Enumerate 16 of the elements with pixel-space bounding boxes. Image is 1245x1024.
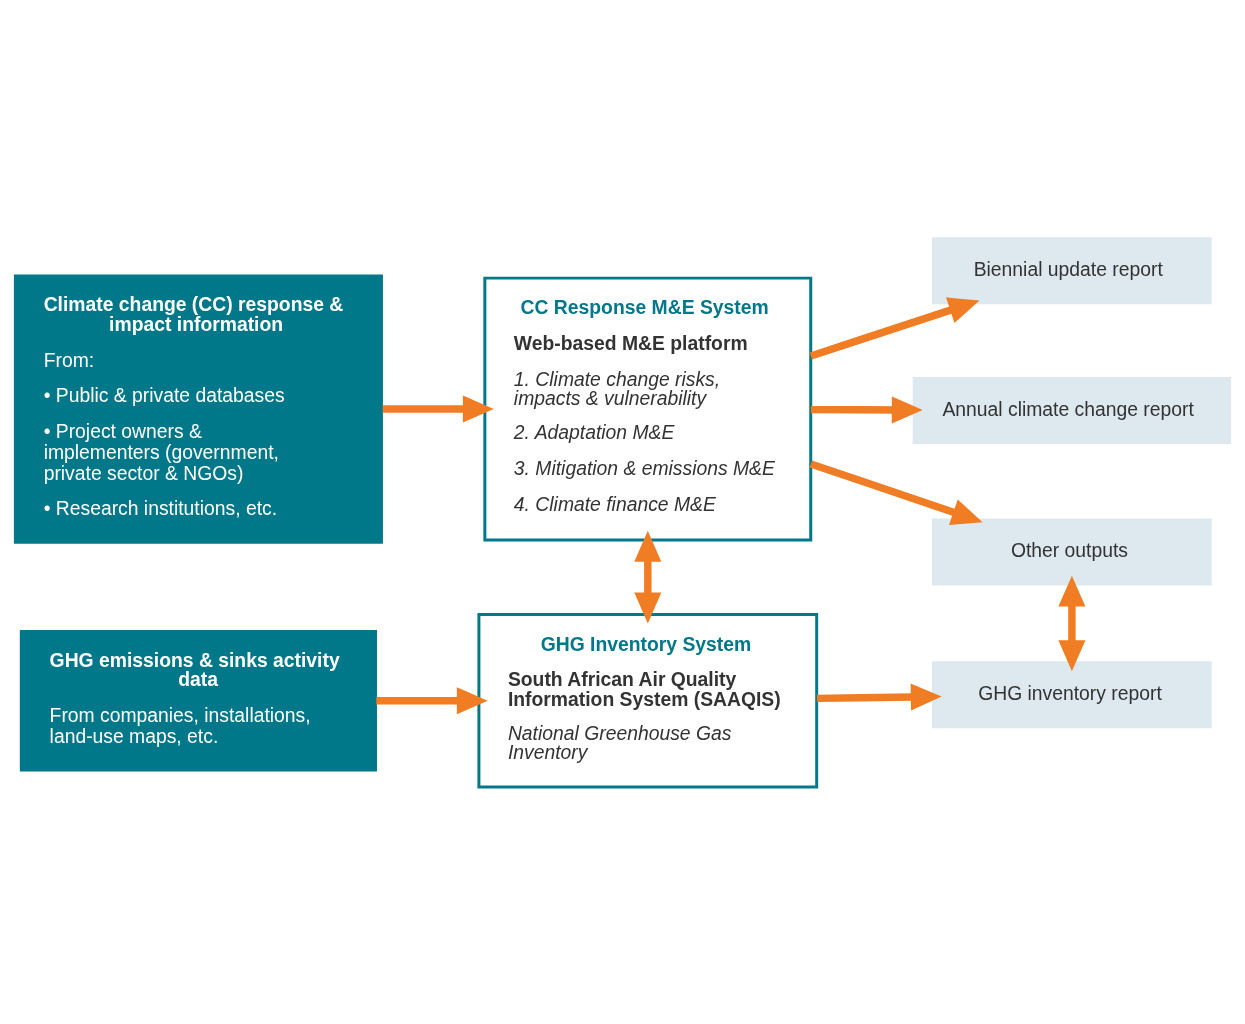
node-box: Annual climate change report xyxy=(912,376,1232,444)
node-box: CC Response M&E System Web-based M&E platform 1. Climate change risks, impacts & vulnerability 2. Adaptation M&E 3. Mitigation & emissions M&E 4. Climate finance M&E xyxy=(483,276,813,541)
node-box: Biennial update report xyxy=(932,236,1212,304)
arrow xyxy=(1058,575,1086,671)
node-box: GHG inventory report xyxy=(932,660,1212,728)
arrow xyxy=(816,683,942,711)
arrow xyxy=(809,459,983,525)
arrow xyxy=(634,530,662,623)
arrow xyxy=(809,296,980,359)
node-box: GHG emissions & sinks activity data From companies, installations, land-use maps, etc. xyxy=(19,629,377,771)
arrow xyxy=(376,686,488,714)
node-box: GHG Inventory System South African Air Quality Information System (SAAQIS) National Greenhouse Gas Inventory xyxy=(477,612,819,789)
arrow xyxy=(382,395,494,423)
node-box: Climate change (CC) response & impact information From: • Public & private databases • Project owners & implementers (government, private sector & NGOs) • Research institutions, etc. xyxy=(13,273,383,544)
node-box: Other outputs xyxy=(932,517,1212,585)
arrow xyxy=(810,395,923,423)
